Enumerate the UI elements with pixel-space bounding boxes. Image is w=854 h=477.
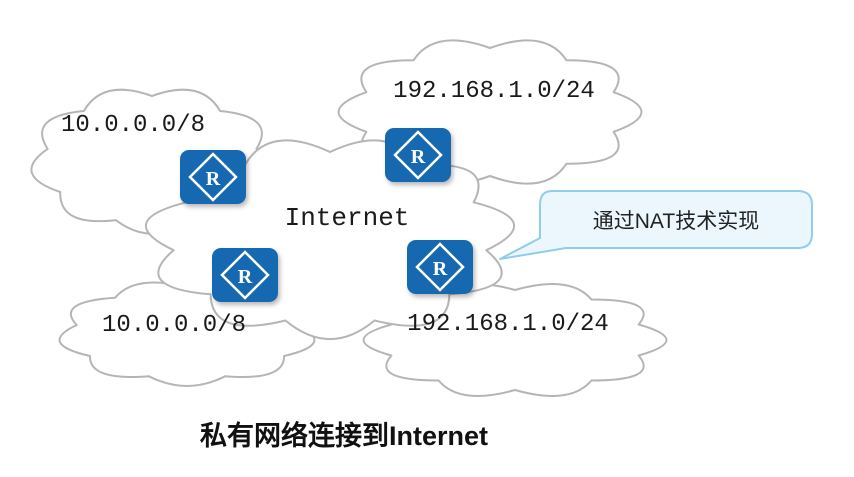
- router-diamond-icon: [220, 250, 270, 300]
- router-glyph: R: [411, 146, 426, 168]
- cloud-label-bottom-right: 192.168.1.0/24: [407, 311, 609, 338]
- cloud-label-internet: Internet: [284, 203, 410, 233]
- router-icon: R: [407, 240, 473, 294]
- diagram-caption: 私有网络连接到Internet: [199, 421, 489, 451]
- router-diamond-icon: [188, 152, 238, 202]
- callout-text: 通过NAT技术实现: [592, 209, 760, 233]
- router-icon: R: [212, 248, 278, 302]
- router-glyph: R: [433, 258, 448, 280]
- cloud-label-top-right: 192.168.1.0/24: [393, 78, 595, 105]
- cloud-label-top-left: 10.0.0.0/8: [60, 112, 206, 139]
- router-diamond-icon: [415, 242, 465, 292]
- callout-bubble: [499, 190, 813, 260]
- router-glyph: R: [206, 168, 221, 190]
- router-glyph: R: [238, 266, 253, 288]
- cloud-label-bottom-left: 10.0.0.0/8: [101, 312, 247, 339]
- router-diamond-icon: [393, 130, 443, 180]
- router-icon: R: [385, 128, 451, 182]
- router-icon: R: [180, 150, 246, 204]
